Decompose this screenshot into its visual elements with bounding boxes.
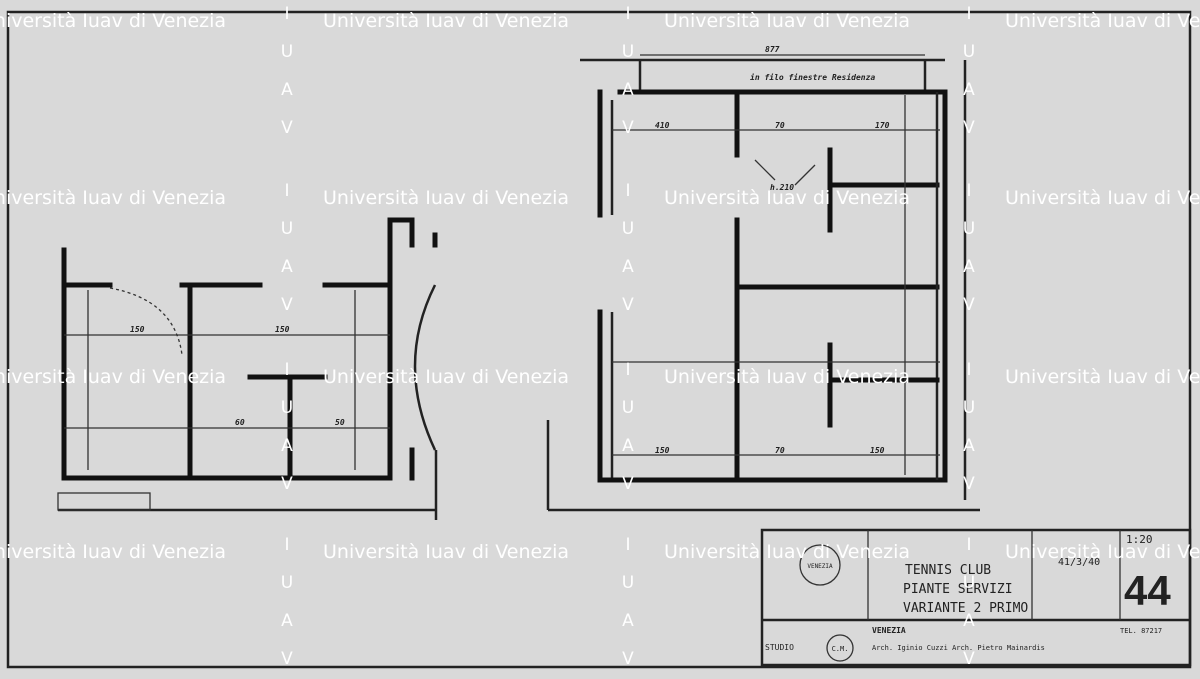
watermark-letter: U bbox=[281, 573, 293, 593]
window-note: in filo finestre Residenza bbox=[750, 72, 875, 82]
watermark-letter: U bbox=[622, 573, 634, 593]
watermark-text: Università Iuav di Venezia bbox=[1005, 366, 1200, 388]
watermark-letter: V bbox=[281, 295, 293, 315]
watermark-letter: I bbox=[966, 360, 971, 380]
watermark-letter: I bbox=[966, 535, 971, 555]
watermark-letter: V bbox=[622, 649, 634, 669]
sheet-border bbox=[6, 10, 1192, 669]
watermark-letter: V bbox=[963, 118, 975, 138]
dimension-label: 60 bbox=[235, 418, 245, 427]
watermark-letter: V bbox=[281, 649, 293, 669]
watermark-text: Università Iuav di Venezia bbox=[0, 10, 226, 32]
overall-dimension: 877 bbox=[765, 45, 780, 54]
watermark-letter: A bbox=[622, 436, 634, 456]
city-label: VENEZIA bbox=[872, 626, 906, 635]
watermark-letter: U bbox=[963, 219, 975, 239]
watermark-text: Università Iuav di Venezia bbox=[1005, 187, 1200, 209]
watermark-letter: U bbox=[281, 398, 293, 418]
watermark-text: Università Iuav di Venezia bbox=[1005, 541, 1200, 563]
title-line-2: PIANTE SERVIZI bbox=[903, 582, 1013, 597]
studio-label: STUDIO bbox=[765, 643, 794, 652]
dimension-label: 150 bbox=[130, 325, 145, 334]
watermark-letter: V bbox=[622, 474, 634, 494]
watermark-letter: U bbox=[622, 219, 634, 239]
watermark-letter: A bbox=[622, 257, 634, 277]
stamp-text: VENEZIA bbox=[807, 563, 833, 570]
watermark-letter: I bbox=[284, 360, 289, 380]
architects-label: Arch. Iginio Cuzzi Arch. Pietro Mainardi… bbox=[872, 644, 1045, 652]
watermark-letter: U bbox=[963, 573, 975, 593]
watermark-letter: A bbox=[281, 80, 293, 100]
watermark-letter: I bbox=[625, 4, 630, 24]
dimension-label: 150 bbox=[870, 446, 885, 455]
dimension-label: 410 bbox=[655, 121, 670, 130]
watermark-text: Università Iuav di Venezia bbox=[664, 541, 910, 563]
title-block: VENEZIA TENNIS CLUB PIANTE SERVIZI VARIA… bbox=[760, 528, 1192, 667]
stamp-seal bbox=[799, 544, 841, 586]
studio-mark: C.M. bbox=[832, 645, 849, 653]
watermark-letter: A bbox=[963, 436, 975, 456]
watermark-letter: V bbox=[281, 118, 293, 138]
watermark-letter: A bbox=[622, 80, 634, 100]
watermark-letter: V bbox=[963, 295, 975, 315]
watermark-letter: I bbox=[625, 360, 630, 380]
watermark-text: Università Iuav di Venezia bbox=[664, 366, 910, 388]
dimension-label: 150 bbox=[275, 325, 290, 334]
watermark-letter: A bbox=[963, 257, 975, 277]
watermark-text: Università Iuav di Venezia bbox=[0, 187, 226, 209]
watermark-letter: A bbox=[963, 80, 975, 100]
watermark-letter: I bbox=[966, 181, 971, 201]
dimension-label: 170 bbox=[875, 121, 890, 130]
watermark-letter: A bbox=[281, 611, 293, 631]
watermark-letter: U bbox=[281, 219, 293, 239]
dimension-label: 70 bbox=[775, 121, 785, 130]
watermark-letter: I bbox=[284, 181, 289, 201]
watermark-letter: U bbox=[622, 42, 634, 62]
right-floor-plan: in filo finestre Residenza 877 h.210 410… bbox=[546, 45, 980, 512]
watermark-letter: U bbox=[281, 42, 293, 62]
watermark-letter: U bbox=[963, 42, 975, 62]
scale-value: 1:20 bbox=[1126, 533, 1153, 546]
watermark-letter: I bbox=[966, 4, 971, 24]
watermark-letter: U bbox=[622, 398, 634, 418]
phone-label: TEL. 87217 bbox=[1120, 627, 1162, 635]
sheet-number: 44 bbox=[1124, 567, 1171, 614]
watermark-text: Università Iuav di Venezia bbox=[323, 541, 569, 563]
date-value: 41/3/40 bbox=[1058, 557, 1100, 568]
watermark-letter: I bbox=[284, 535, 289, 555]
watermark-letter: I bbox=[284, 4, 289, 24]
left-floor-plan: 150 150 60 50 bbox=[57, 217, 438, 520]
watermark-text: Università Iuav di Venezia bbox=[664, 10, 910, 32]
watermark-letter: A bbox=[281, 436, 293, 456]
watermark-text: Università Iuav di Venezia bbox=[0, 366, 226, 388]
watermark-text: Università Iuav di Venezia bbox=[323, 366, 569, 388]
watermark-letter: V bbox=[622, 118, 634, 138]
watermark-letter: I bbox=[625, 181, 630, 201]
watermark-letter: V bbox=[281, 474, 293, 494]
watermark-letter: V bbox=[622, 295, 634, 315]
watermark-text: Università Iuav di Venezia bbox=[664, 187, 910, 209]
watermark-text: Università Iuav di Venezia bbox=[323, 187, 569, 209]
title-line-3: VARIANTE 2 PRIMO bbox=[903, 601, 1028, 616]
height-note: h.210 bbox=[770, 183, 794, 192]
watermark-letter: I bbox=[625, 535, 630, 555]
watermark-text: Università Iuav di Venezia bbox=[1005, 10, 1200, 32]
watermark-letter: A bbox=[622, 611, 634, 631]
watermark-letter: U bbox=[963, 398, 975, 418]
title-line-1: TENNIS CLUB bbox=[905, 563, 991, 578]
watermark-text: Università Iuav di Venezia bbox=[0, 541, 226, 563]
dimension-label: 70 bbox=[775, 446, 785, 455]
watermark-letter: A bbox=[963, 611, 975, 631]
watermark-letter: A bbox=[281, 257, 293, 277]
dimension-label: 50 bbox=[335, 418, 345, 427]
watermark-letter: V bbox=[963, 474, 975, 494]
dimension-label: 150 bbox=[655, 446, 670, 455]
watermark-letter: V bbox=[963, 649, 975, 669]
watermark-text: Università Iuav di Venezia bbox=[323, 10, 569, 32]
